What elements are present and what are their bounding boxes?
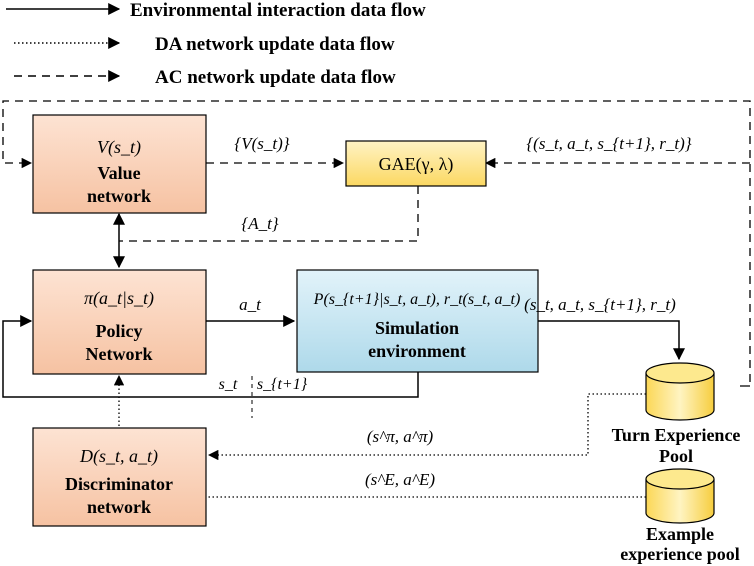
label-policy-pair: (s^π, a^π) bbox=[367, 427, 434, 446]
label-expert-pair: (s^E, a^E) bbox=[365, 470, 435, 489]
edge-state-feedback bbox=[2, 315, 419, 398]
edge-pool-to-disc bbox=[207, 393, 646, 461]
value-network-node: V(s_t) Value network bbox=[32, 114, 207, 214]
turn-experience-pool-node: Turn Experience Pool bbox=[612, 362, 741, 466]
gae-formula: GAE(γ, λ) bbox=[379, 154, 454, 175]
turn-pool-label-1: Turn Experience bbox=[612, 425, 741, 445]
discriminator-network-node: D(s_t, a_t) Discriminator network bbox=[32, 427, 207, 527]
value-network-formula: V(s_t) bbox=[97, 137, 141, 158]
label-action: a_t bbox=[239, 295, 262, 314]
example-pool-label-2: experience pool bbox=[620, 544, 739, 564]
simulation-formula: P(s_{t+1}|s_t, a_t), r_t(s_t, a_t) bbox=[313, 291, 521, 308]
discriminator-title-2: network bbox=[87, 497, 151, 517]
simulation-title-1: Simulation bbox=[375, 318, 459, 338]
edge-labels: {V(s_t)} {A_t} {(s_t, a_t, s_{t+1}, r_t)… bbox=[219, 134, 692, 489]
label-transition: (s_t, a_t, s_{t+1}, r_t) bbox=[524, 295, 676, 314]
simulation-environment-node: P(s_{t+1}|s_t, a_t), r_t(s_t, a_t) Simul… bbox=[296, 269, 539, 373]
policy-network-formula: π(a_t|s_t) bbox=[84, 288, 154, 309]
legend-item-dashed: AC network update data flow bbox=[14, 67, 396, 88]
simulation-title-2: environment bbox=[368, 341, 466, 361]
example-pool-label-1: Example bbox=[646, 524, 714, 544]
legend-label-dotted: DA network update data flow bbox=[155, 34, 395, 55]
discriminator-formula: D(s_t, a_t) bbox=[79, 446, 158, 467]
value-network-title-1: Value bbox=[97, 163, 140, 183]
label-advantage: {A_t} bbox=[241, 214, 278, 233]
policy-network-node: π(a_t|s_t) Policy Network bbox=[32, 269, 207, 375]
edge-pool-to-value-loop bbox=[2, 100, 754, 387]
legend-item-dotted: DA network update data flow bbox=[14, 34, 395, 55]
value-network-title-2: network bbox=[87, 186, 151, 206]
policy-network-title-1: Policy bbox=[96, 321, 143, 341]
edge-gae-advantage bbox=[119, 186, 419, 242]
legend-item-solid: Environmental interaction data flow bbox=[6, 0, 426, 21]
policy-network-title-2: Network bbox=[86, 344, 153, 364]
edges bbox=[2, 100, 754, 498]
gae-node: GAE(γ, λ) bbox=[345, 140, 487, 187]
label-trajectory-set: {(s_t, a_t, s_{t+1}, r_t)} bbox=[526, 134, 691, 153]
example-experience-pool-node: Example experience pool bbox=[620, 468, 740, 564]
discriminator-title-1: Discriminator bbox=[65, 474, 173, 494]
legend-label-solid: Environmental interaction data flow bbox=[130, 0, 426, 21]
label-value-out: {V(s_t)} bbox=[234, 134, 289, 153]
label-next-state: s_{t+1} bbox=[257, 376, 308, 393]
legend-label-dashed: AC network update data flow bbox=[155, 67, 396, 88]
turn-pool-label-2: Pool bbox=[659, 446, 693, 466]
edge-sim-to-pool bbox=[538, 320, 685, 361]
label-state: s_t bbox=[219, 376, 238, 393]
legend: Environmental interaction data flow DA n… bbox=[6, 0, 426, 88]
